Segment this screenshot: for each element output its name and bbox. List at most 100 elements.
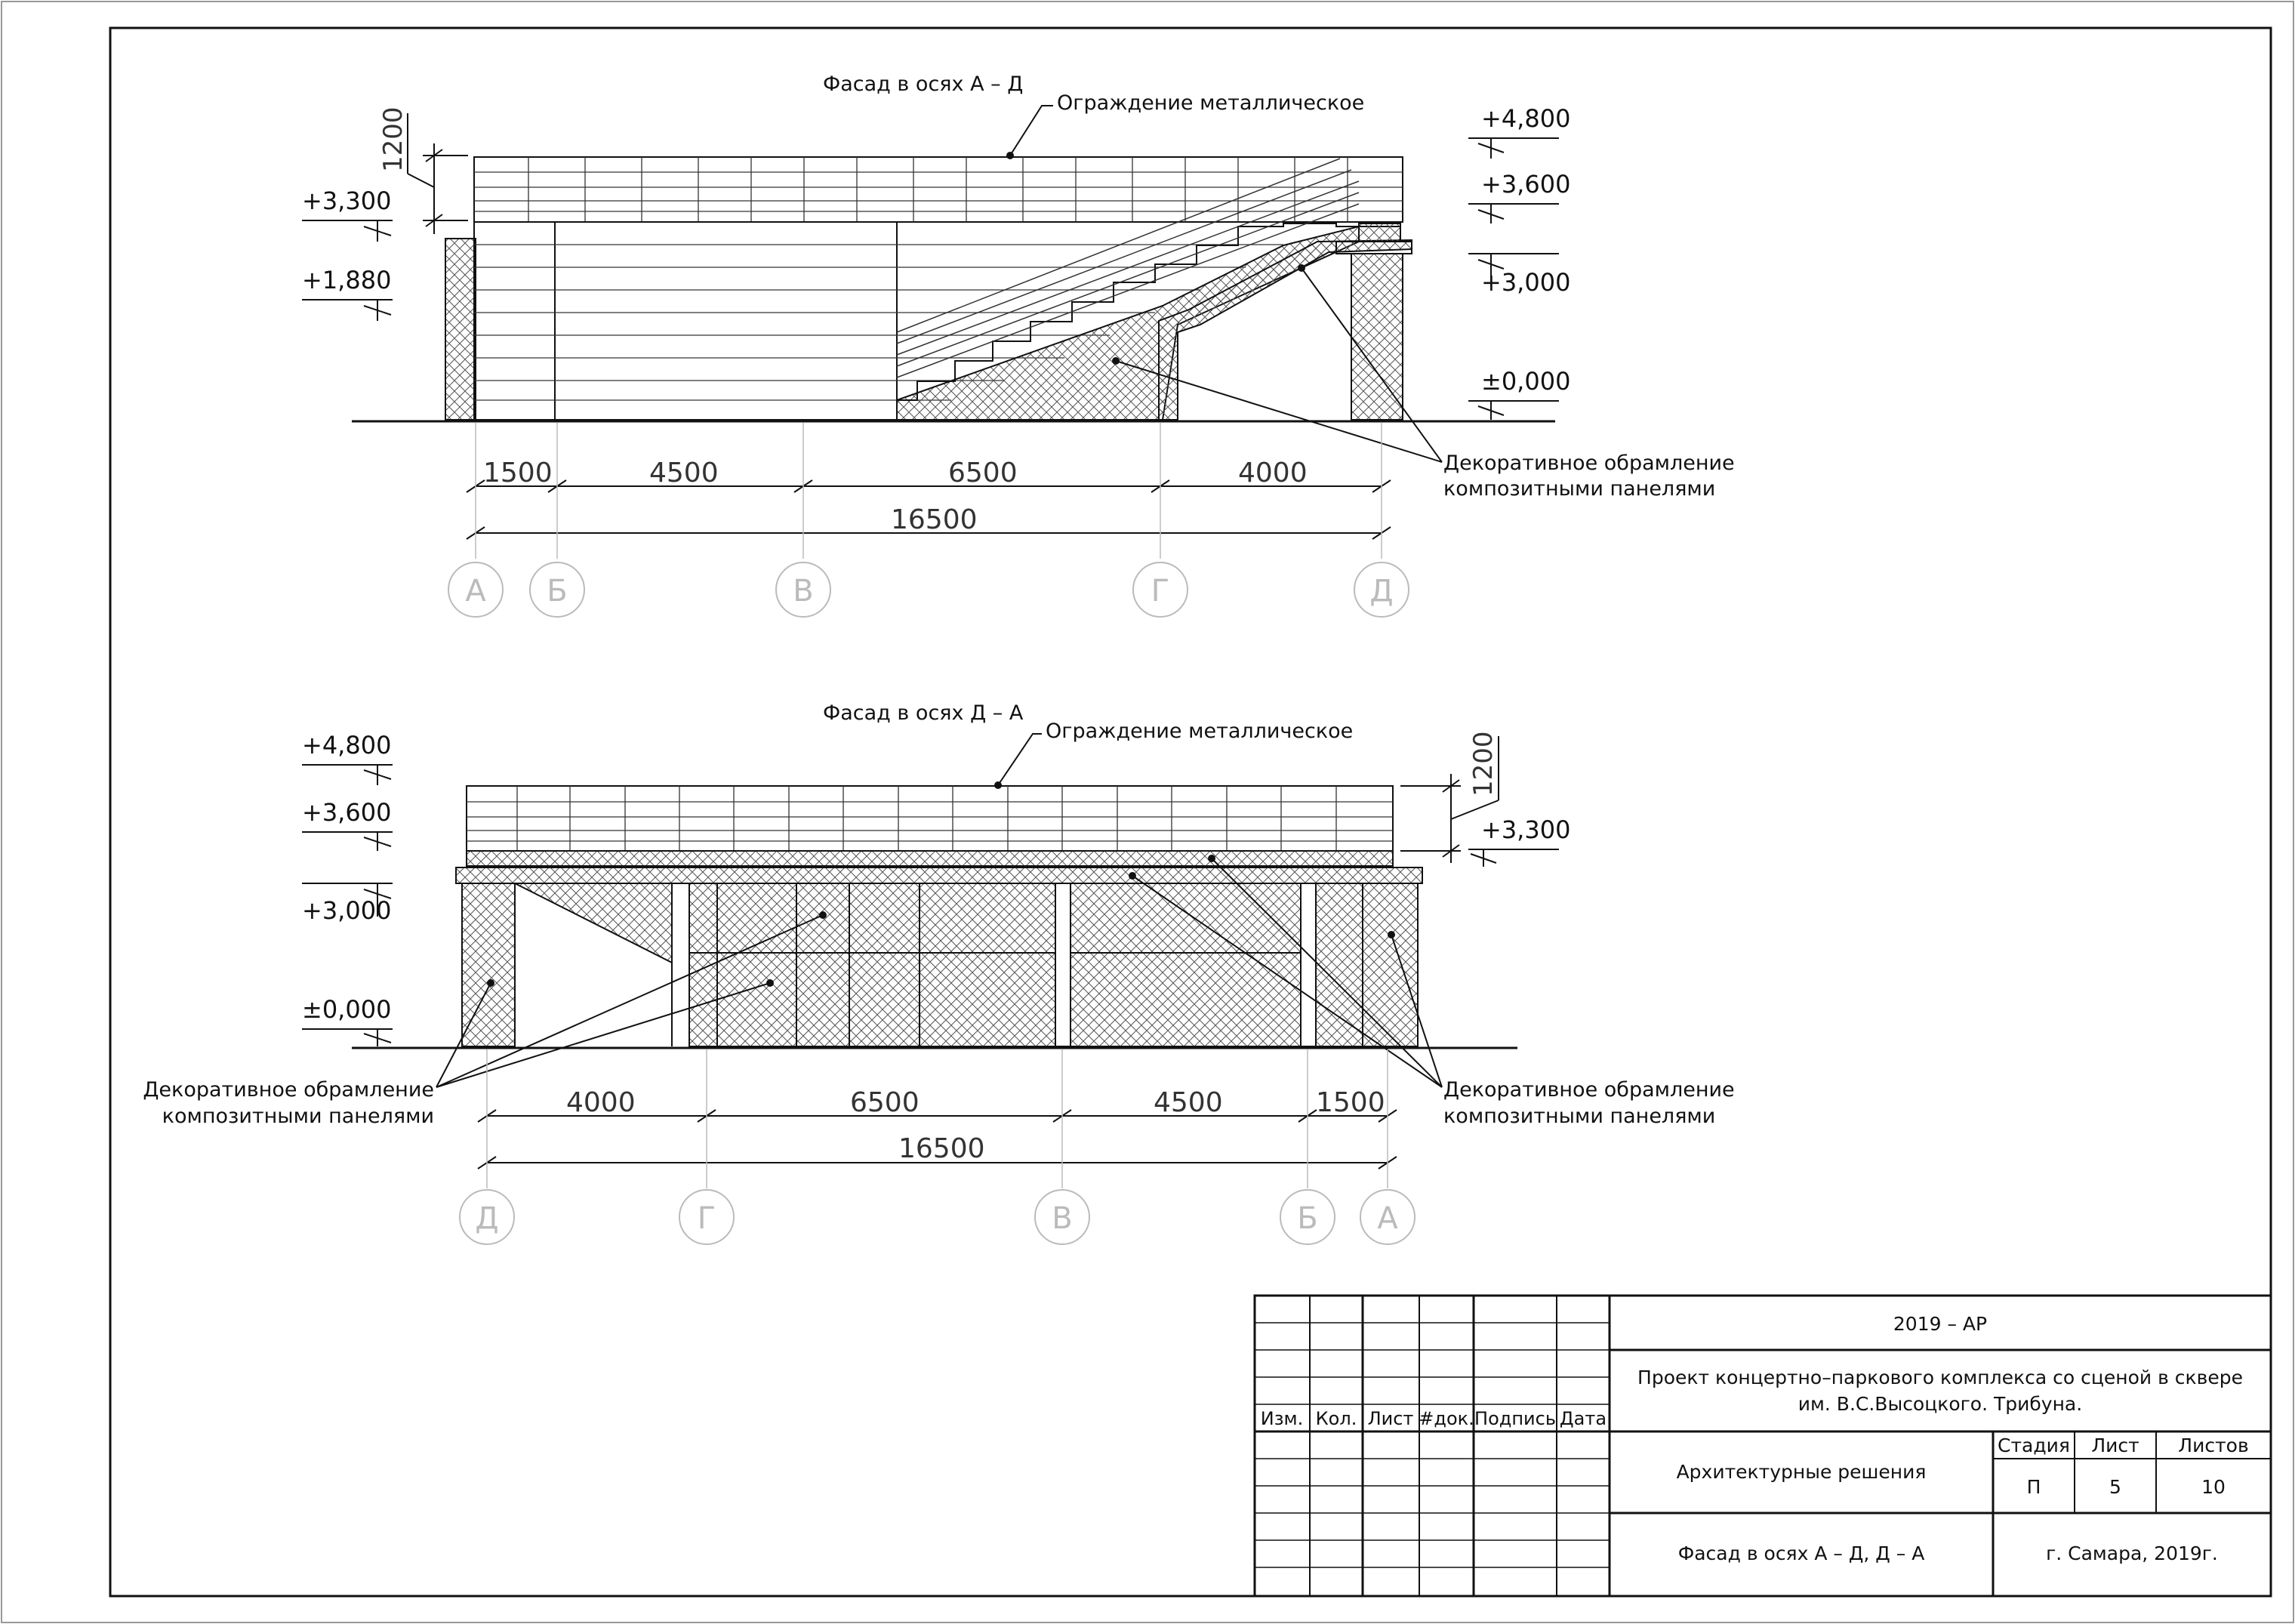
tb-header-izm: Изм. — [1261, 1408, 1303, 1429]
svg-text:+3,600: +3,600 — [1481, 170, 1570, 199]
tb-header-date: Дата — [1560, 1408, 1606, 1429]
svg-text:+1,880: +1,880 — [302, 266, 391, 294]
bottom-facade-title: Фасад в осях Д – А — [823, 701, 1024, 725]
bottom-left-column — [461, 883, 516, 1047]
svg-text:+4,800: +4,800 — [302, 731, 391, 760]
top-axis-v: В — [793, 574, 813, 609]
bottom-panels-right-dot-1 — [1208, 855, 1215, 862]
bottom-facade: Фасад в осях Д – А Ограждение металличес… — [143, 701, 1735, 1245]
bottom-axis-g: Г — [698, 1201, 716, 1236]
bottom-top-slab — [466, 850, 1394, 867]
top-wall-boards — [474, 244, 1283, 401]
bottom-dim-3: 4500 — [1154, 1087, 1223, 1118]
top-height-dim — [407, 113, 468, 234]
bottom-axis-b: Б — [1297, 1201, 1317, 1236]
tb-stage: П — [2027, 1476, 2041, 1498]
top-right-hatched-column — [1351, 253, 1403, 421]
bottom-panels-right-leaders — [1132, 858, 1443, 1088]
top-fence-leader — [1009, 105, 1053, 156]
bottom-fence-leader — [997, 733, 1042, 786]
bottom-fence-lines — [467, 786, 1393, 851]
tb-header-sign: Подпись — [1474, 1408, 1556, 1429]
top-right-cap-hatched — [1358, 223, 1401, 242]
bottom-panels-left-leaders — [436, 914, 824, 1088]
top-panels-label-2: композитными панелями — [1443, 477, 1715, 501]
bottom-right-column — [1315, 883, 1419, 1047]
bottom-axis-bubbles — [459, 1189, 1416, 1245]
top-axis-b: Б — [547, 574, 567, 609]
bottom-wall-section-1 — [688, 883, 1056, 1047]
bottom-panels-right-dot-2 — [1129, 872, 1136, 880]
svg-text:±0,000: ±0,000 — [1481, 367, 1570, 396]
bottom-fence-label: Ограждение металлическое — [1046, 720, 1353, 743]
bottom-panels-right-label-1: Декоративное обрамление — [1443, 1078, 1735, 1102]
bottom-elevation-right-1: +3,300 — [1468, 815, 1570, 867]
tb-sheet-title: Фасад в осях А – Д, Д – А — [1678, 1542, 1925, 1564]
bottom-panels-left-label-2: композитными панелями — [162, 1105, 434, 1128]
top-dim-4: 4000 — [1238, 458, 1308, 488]
top-panels-label-1: Декоративное обрамление — [1443, 451, 1735, 475]
top-panels-leaders — [1115, 267, 1443, 463]
bottom-panels-right-dot-3 — [1388, 931, 1395, 938]
top-stair-handrail — [896, 158, 1360, 378]
top-axis-bubbles — [448, 562, 1409, 618]
svg-text:+3,000: +3,000 — [302, 896, 391, 925]
top-axis-g: Г — [1151, 574, 1169, 609]
tb-header-list: Лист — [1368, 1408, 1414, 1429]
bottom-panels-right-label-2: композитными панелями — [1443, 1105, 1715, 1128]
bottom-axis-lines — [486, 1049, 1388, 1188]
bottom-height-dim-label: 1200 — [1468, 731, 1499, 797]
top-dim-2: 4500 — [649, 458, 719, 488]
bottom-dim-2: 6500 — [850, 1087, 920, 1118]
bottom-elevation-left-2: +3,600 — [302, 798, 393, 851]
tb-col-stage: Стадия — [1998, 1434, 2070, 1456]
tb-project-line2: им. В.С.Высоцкого. Трибуна. — [1798, 1393, 2082, 1415]
top-elevation-right-1: +4,800 — [1468, 104, 1570, 159]
tb-doc-code: 2019 – АР — [1893, 1313, 1987, 1335]
top-facade: Фасад в осях А – Д Ограждение металличес… — [302, 72, 1735, 618]
top-height-dim-label: 1200 — [378, 106, 408, 172]
bottom-panels-left-label-1: Декоративное обрамление — [143, 1078, 434, 1102]
top-elevation-left-2: +1,880 — [302, 266, 393, 321]
bottom-axis-a: А — [1377, 1201, 1398, 1236]
bottom-dim-4: 1500 — [1316, 1087, 1385, 1118]
top-facade-title: Фасад в осях А – Д — [823, 72, 1023, 96]
svg-text:+4,800: +4,800 — [1481, 104, 1570, 133]
tb-header-kol: Кол. — [1316, 1408, 1357, 1429]
tb-col-sheet: Лист — [2091, 1434, 2139, 1456]
sheet-frame — [109, 26, 2272, 1598]
tb-header-doc: #док. — [1419, 1408, 1474, 1429]
top-axis-d: Д — [1369, 574, 1393, 609]
tb-sheets: 10 — [2201, 1476, 2226, 1498]
bottom-elevation-left-3: +3,000 — [302, 883, 393, 925]
bottom-axis-v: В — [1052, 1201, 1072, 1236]
tb-sheet: 5 — [2109, 1476, 2121, 1498]
bottom-main-slab — [455, 867, 1423, 884]
bottom-wall-seams — [689, 883, 1363, 1046]
svg-text:±0,000: ±0,000 — [302, 995, 391, 1024]
top-axis-a: А — [465, 574, 486, 609]
top-elevation-right-4: ±0,000 — [1468, 367, 1570, 420]
top-wall-body — [473, 221, 898, 421]
tb-section: Архитектурные решения — [1677, 1461, 1927, 1483]
top-dim-total: 16500 — [891, 504, 978, 535]
top-fence-block — [473, 156, 1403, 223]
tb-city: г. Самара, 2019г. — [2046, 1542, 2218, 1564]
top-fence-lines — [474, 157, 1403, 222]
top-left-hatched-panel — [445, 238, 476, 421]
bottom-panels-left-dot-2 — [819, 911, 827, 919]
svg-text:+3,000: +3,000 — [1481, 268, 1570, 297]
top-elevation-right-2: +3,600 — [1468, 170, 1570, 223]
top-stairs — [897, 223, 1400, 401]
top-dim-3: 6500 — [948, 458, 1018, 488]
bottom-elevation-left-4: ±0,000 — [302, 995, 393, 1046]
top-panels-dot-1 — [1112, 357, 1120, 365]
bottom-left-brace — [514, 883, 673, 964]
bottom-axis-d: Д — [475, 1201, 498, 1236]
bottom-wall-post-b — [1300, 883, 1317, 1047]
tb-project-line1: Проект концертно–паркового комплекса со … — [1637, 1367, 2243, 1388]
top-fence-leader-dot — [1006, 152, 1014, 159]
top-elevation-right-3: +3,000 — [1468, 253, 1570, 297]
